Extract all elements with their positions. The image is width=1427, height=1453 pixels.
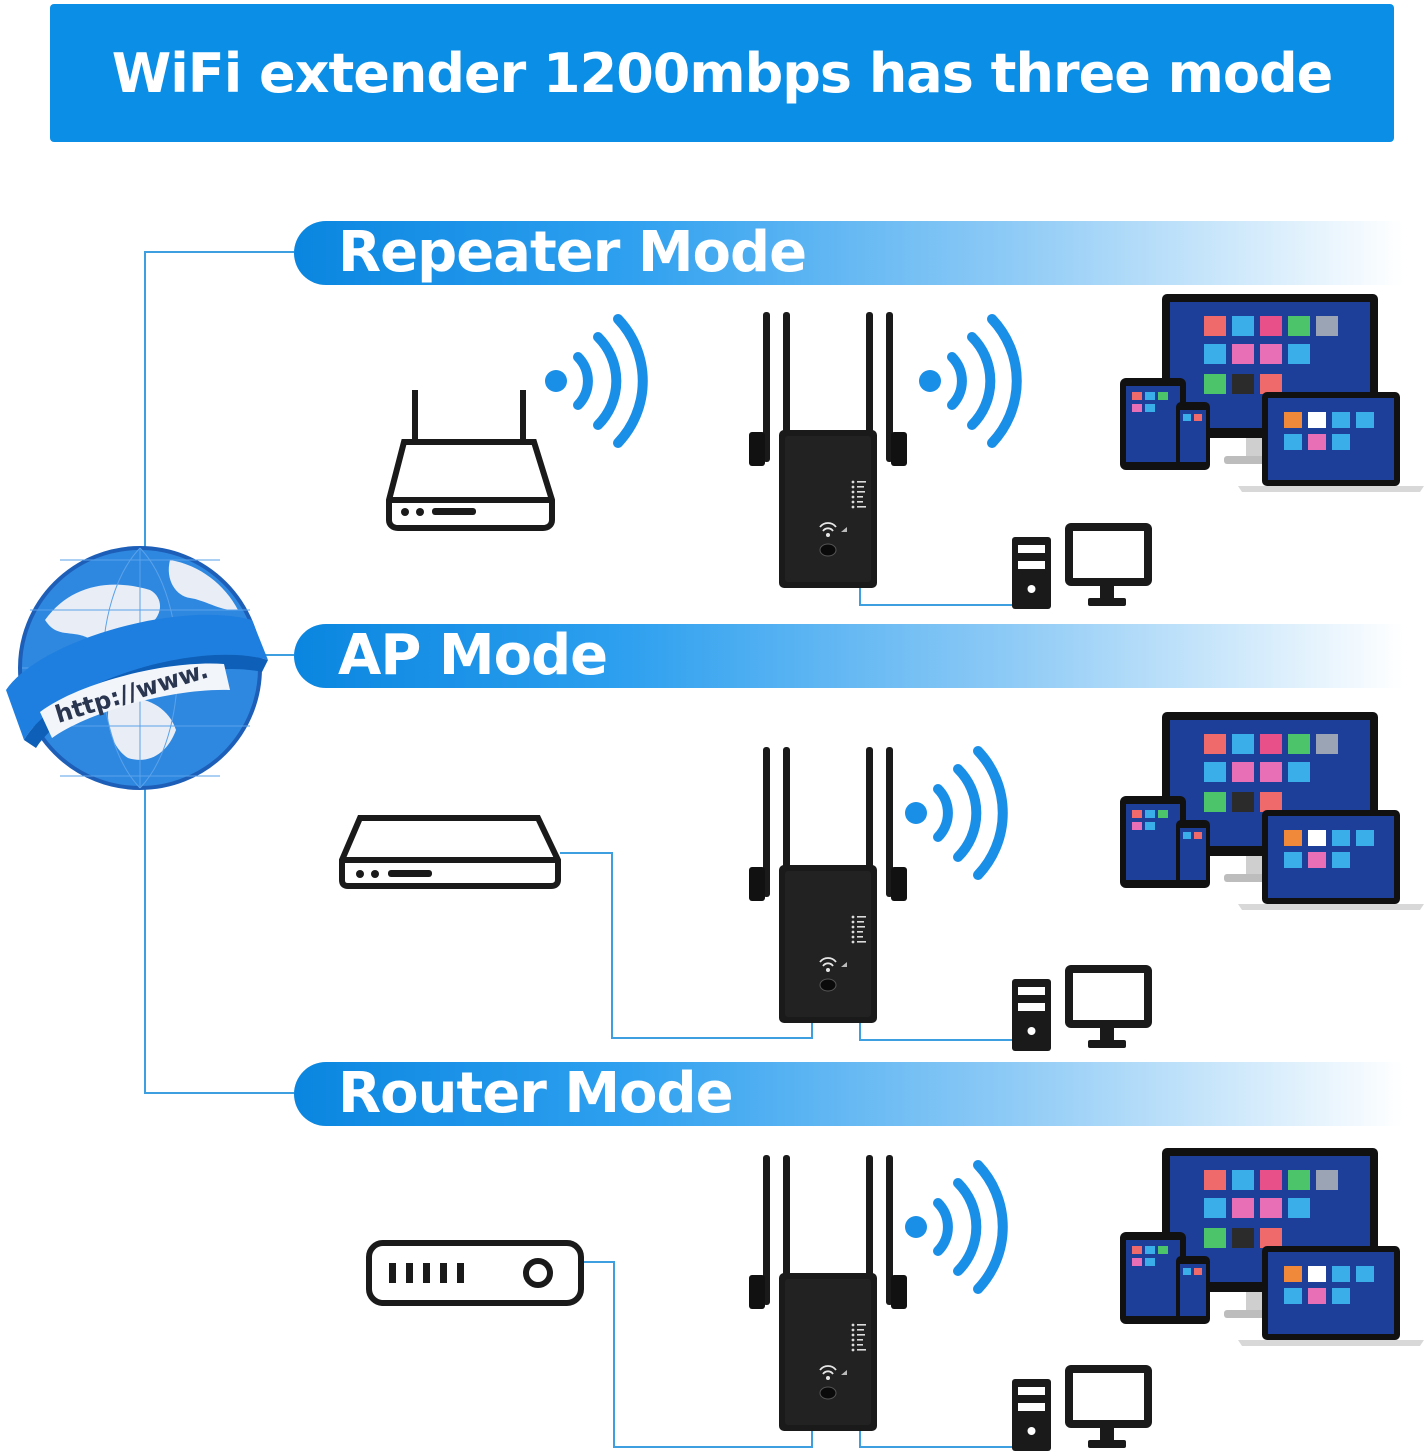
mode-label-repeater: Repeater Mode — [338, 220, 807, 285]
devices-icon — [1120, 712, 1424, 910]
router-icon — [386, 390, 555, 531]
modem-icon — [366, 1240, 584, 1306]
desktop-pc-icon — [1012, 1365, 1152, 1451]
wifi-icon — [545, 319, 643, 443]
mode-bar-router: Router Mode — [294, 1062, 1404, 1126]
modem-icon — [339, 815, 561, 889]
connector-lines — [144, 251, 1012, 1448]
wifi-icon — [905, 1165, 1003, 1289]
globe-icon: http://www. — [6, 546, 268, 790]
mode-bar-repeater: Repeater Mode — [294, 221, 1404, 285]
extender-icon — [748, 1154, 908, 1432]
desktop-pc-icon — [1012, 523, 1152, 609]
mode-label-ap: AP Mode — [338, 623, 608, 688]
banner-title: WiFi extender 1200mbps has three mode — [111, 41, 1334, 105]
desktop-pc-icon — [1012, 965, 1152, 1051]
extender-icon — [748, 746, 908, 1024]
mode-label-router: Router Mode — [338, 1061, 734, 1126]
wifi-icon — [919, 319, 1017, 443]
extender-icon — [748, 311, 908, 589]
devices-icon — [1120, 1148, 1424, 1346]
wifi-icon — [905, 751, 1003, 875]
title-banner: WiFi extender 1200mbps has three mode — [50, 4, 1394, 142]
mode-bar-ap: AP Mode — [294, 624, 1404, 688]
devices-icon — [1120, 294, 1424, 492]
